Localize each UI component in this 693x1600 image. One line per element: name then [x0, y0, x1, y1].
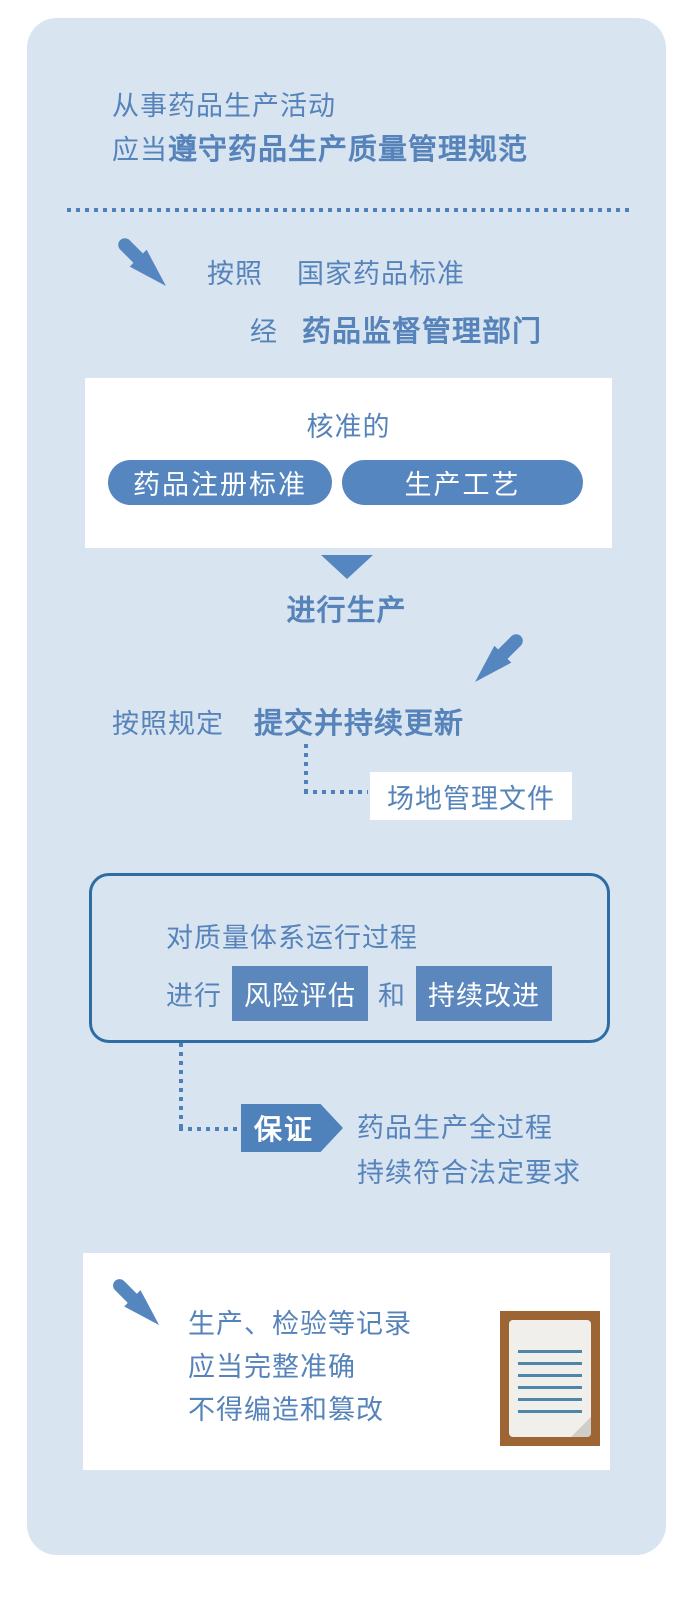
submit-row: 按照规定提交并持续更新	[112, 700, 464, 742]
follow-value: 国家药品标准	[297, 259, 465, 289]
approved-box: 核准的 药品注册标准 生产工艺	[85, 378, 612, 548]
records-line3: 不得编造和篡改	[188, 1395, 384, 1425]
records-box: 生产、检验等记录 应当完整准确 不得编造和篡改	[83, 1253, 610, 1470]
clipboard-paper-fold	[571, 1417, 591, 1437]
via-label: 经	[250, 317, 278, 347]
site-document-box: 场地管理文件	[370, 772, 572, 820]
approved-title: 核准的	[306, 412, 391, 442]
triangle-down-icon	[321, 555, 373, 579]
submit-bold: 提交并持续更新	[254, 708, 465, 740]
quality-line2: 进行 风险评估 和 持续改进	[166, 966, 562, 1021]
connector-dotted-horizontal-1	[304, 790, 368, 794]
arrow-down-left-icon	[467, 630, 529, 688]
produce-label: 进行生产	[286, 595, 407, 627]
records-text: 生产、检验等记录 应当完整准确 不得编造和篡改	[188, 1303, 412, 1432]
quality-conjunction: 和	[378, 981, 406, 1011]
follow-row: 按照 国家药品标准	[207, 252, 465, 291]
dotted-divider	[67, 208, 629, 212]
connector-dotted-vertical-1	[304, 744, 308, 792]
intro-text: 从事药品生产活动 应当遵守药品生产质量管理规范	[112, 84, 528, 177]
arrow-down-right-icon	[112, 234, 174, 292]
connector-dotted-vertical-2	[179, 1043, 183, 1129]
connector-dotted-horizontal-2	[179, 1127, 241, 1131]
card-background: 从事药品生产活动 应当遵守药品生产质量管理规范 按照 国家药品标准 经药品监督管理…	[27, 18, 666, 1555]
records-arrow-down-right-icon	[108, 1275, 166, 1331]
pill-drug-registration-standard: 药品注册标准	[108, 460, 332, 505]
intro-line1: 从事药品生产活动	[112, 91, 336, 121]
clipboard-paper	[509, 1320, 591, 1437]
intro-line2-bold: 遵守药品生产质量管理规范	[168, 134, 529, 166]
site-document-label: 场地管理文件	[387, 783, 555, 814]
quality-line2-prefix: 进行	[166, 981, 222, 1011]
ensure-line2: 持续符合法定要求	[357, 1158, 581, 1188]
clipboard-paper-lines	[518, 1350, 582, 1413]
via-value: 药品监督管理部门	[302, 316, 543, 348]
quality-line1: 对质量体系运行过程	[166, 923, 418, 953]
chip-continuous-improvement: 持续改进	[416, 966, 552, 1021]
chip-risk-assessment: 风险评估	[232, 966, 368, 1021]
via-row: 经药品监督管理部门	[250, 308, 542, 350]
pill-production-process: 生产工艺	[342, 460, 583, 505]
records-line1: 生产、检验等记录	[188, 1309, 412, 1339]
quality-system-box: 对质量体系运行过程 进行 风险评估 和 持续改进	[89, 873, 610, 1043]
ensure-line1: 药品生产全过程	[357, 1113, 553, 1143]
records-line2: 应当完整准确	[188, 1352, 356, 1382]
submit-prefix: 按照规定	[112, 709, 224, 739]
clipboard-icon	[500, 1311, 600, 1446]
ensure-text: 药品生产全过程 持续符合法定要求	[357, 1106, 581, 1196]
intro-line2-prefix: 应当	[112, 135, 168, 165]
intro-line2: 应当遵守药品生产质量管理规范	[112, 128, 528, 177]
follow-label: 按照	[207, 259, 263, 289]
ensure-badge: 保证	[241, 1104, 343, 1152]
